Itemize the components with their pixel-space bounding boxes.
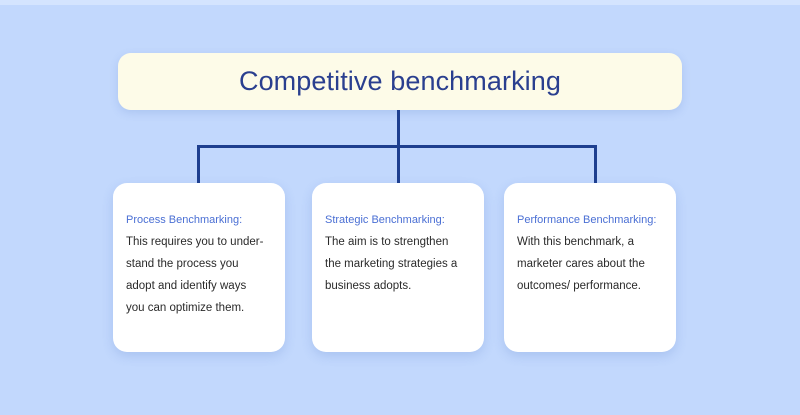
connector-drop-performance <box>594 145 597 185</box>
card-body-line: business adopts. <box>325 280 412 292</box>
card-body-line: marketer cares about the <box>517 258 645 270</box>
card-body-line: stand the process you <box>126 258 239 270</box>
card-performance-benchmarking: Performance Benchmarking: With this benc… <box>504 183 676 352</box>
card-body: This requires you to under- stand the pr… <box>126 231 272 319</box>
card-body-line: The aim is to strengthen <box>325 236 449 248</box>
card-process-benchmarking: Process Benchmarking: This requires you … <box>113 183 285 352</box>
card-heading: Process Benchmarking: <box>126 214 243 226</box>
card-body: With this benchmark, a marketer cares ab… <box>517 231 663 297</box>
connector-stem-vertical <box>397 110 400 148</box>
connector-drop-strategic <box>397 145 400 185</box>
card-strategic-benchmarking: Strategic Benchmarking: The aim is to st… <box>312 183 484 352</box>
card-body-line: adopt and identify ways <box>126 280 247 292</box>
connector-drop-process <box>197 145 200 185</box>
root-node-title: Competitive benchmarking <box>238 66 562 96</box>
card-body-line: outcomes/ performance. <box>517 280 642 292</box>
root-node-competitive-benchmarking: Competitive benchmarking <box>118 53 682 110</box>
card-heading: Strategic Benchmarking: <box>325 214 445 226</box>
card-body-line: you can optimize them. <box>126 302 245 314</box>
card-body-line: This requires you to under- <box>126 236 264 248</box>
card-body-line: With this benchmark, a <box>517 236 634 248</box>
top-edge-band <box>0 0 800 5</box>
card-body-line: the marketing strategies a <box>325 258 458 270</box>
card-heading: Performance Benchmarking: <box>517 214 657 226</box>
card-body: The aim is to strengthen the marketing s… <box>325 231 471 297</box>
